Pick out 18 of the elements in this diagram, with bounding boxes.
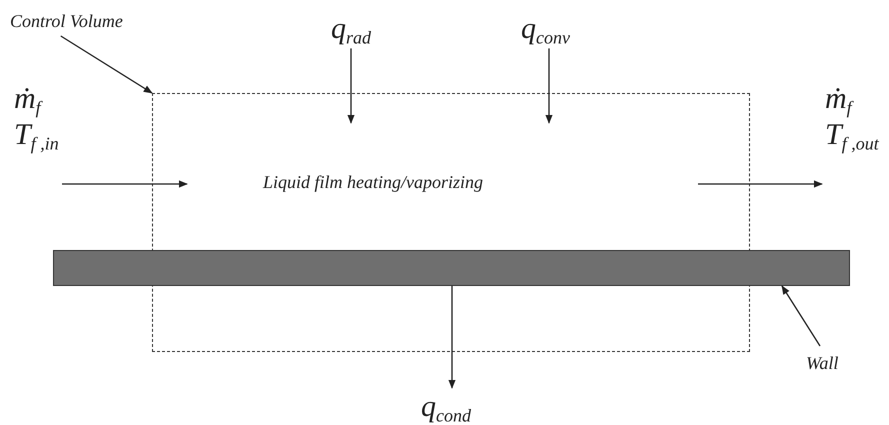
callout-label: Wall bbox=[806, 354, 838, 372]
arrow bbox=[347, 48, 355, 124]
flow-label: T$_{f ,in}$ bbox=[14, 120, 59, 153]
arrow bbox=[698, 180, 823, 188]
flow-label: T$_{f ,out}$ bbox=[825, 120, 879, 153]
arrow bbox=[62, 180, 188, 188]
heat-flux-label: q$_{conv}$ bbox=[521, 14, 570, 46]
leader-line bbox=[781, 285, 821, 346]
callout-label: Control Volume bbox=[10, 12, 123, 30]
flow-label: ṁ$_{f}$ bbox=[825, 84, 855, 116]
wall-bar bbox=[53, 250, 850, 286]
arrow bbox=[545, 48, 553, 124]
heat-flux-label: q$_{cond}$ bbox=[421, 392, 471, 424]
flow-label: ṁ$_{f}$ bbox=[14, 84, 44, 116]
arrow bbox=[448, 286, 456, 389]
leader-line bbox=[60, 35, 153, 94]
heat-flux-label: q$_{rad}$ bbox=[331, 14, 372, 46]
process-label: Liquid film heating/vaporizing bbox=[263, 173, 484, 191]
